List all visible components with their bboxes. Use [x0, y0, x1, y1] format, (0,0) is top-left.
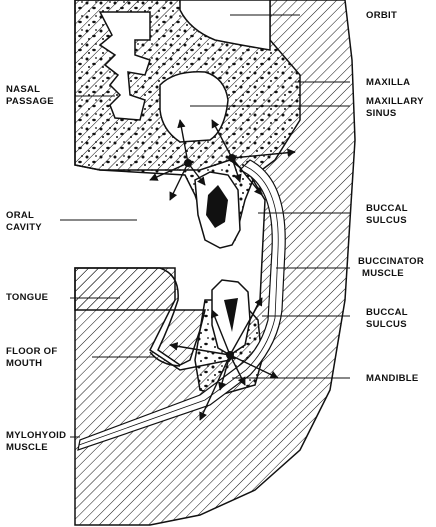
label-buccinator-muscle-line2: MUSCLE: [362, 268, 404, 279]
label-buccal-sulcus-lower-line2: SULCUS: [366, 319, 407, 330]
maxillary-sinus: [159, 71, 229, 143]
label-orbit: ORBIT: [366, 10, 398, 21]
label-buccinator-muscle-line1: BUCCINATOR: [358, 256, 424, 267]
upper-apex-point-2: [228, 154, 236, 162]
label-maxilla: MAXILLA: [366, 77, 411, 88]
label-buccal-sulcus-upper-line1: BUCCAL: [366, 203, 408, 214]
nasal-passage: [98, 11, 151, 121]
label-buccal-sulcus-lower-line1: BUCCAL: [366, 307, 408, 318]
label-floor-of-mouth-line1: FLOOR OF: [6, 346, 58, 357]
label-buccal-sulcus-upper-line2: SULCUS: [366, 215, 407, 226]
tongue: [74, 267, 206, 366]
label-nasal-passage-line2: PASSAGE: [6, 96, 54, 107]
label-mylohyoid-muscle-line1: MYLOHYOID: [6, 430, 67, 441]
upper-apex-point-1: [184, 159, 192, 167]
label-oral-cavity-line1: ORAL: [6, 210, 35, 221]
buccinator-muscle-lines: [78, 165, 279, 446]
label-floor-of-mouth-line2: MOUTH: [6, 358, 43, 369]
orbit-cavity: [179, 0, 271, 51]
upper-spread-arrows: [149, 119, 296, 201]
lower-apex-point: [226, 351, 234, 359]
label-nasal-passage-line1: NASAL: [6, 84, 41, 95]
upper-tooth-pulp: [206, 185, 228, 228]
floor-of-mouth-fold: [149, 351, 181, 367]
label-mandible: MANDIBLE: [366, 373, 419, 384]
lower-spread-arrows: [169, 297, 279, 421]
label-maxillary-sinus-line2: SINUS: [366, 108, 397, 119]
label-oral-cavity-line2: CAVITY: [6, 222, 42, 233]
label-maxillary-sinus-line1: MAXILLARY: [366, 96, 424, 107]
label-tongue: TONGUE: [6, 292, 49, 303]
label-mylohyoid-muscle-line2: MUSCLE: [6, 442, 48, 453]
lower-tooth-pulp: [224, 298, 238, 332]
leader-lines: [60, 14, 350, 438]
